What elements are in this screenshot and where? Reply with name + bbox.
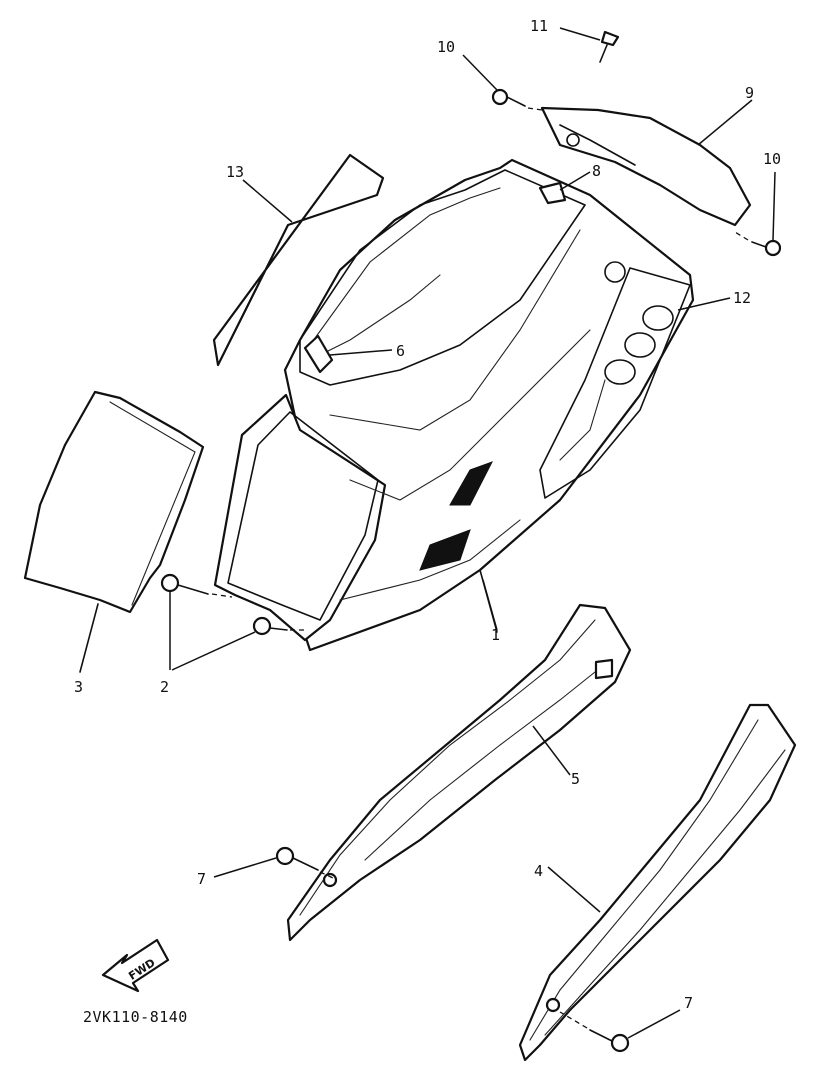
- part-4-side-panel: [518, 703, 797, 1062]
- callout-label-13: 13: [226, 163, 244, 181]
- callout-label-11: 11: [530, 17, 548, 35]
- callout-label-2: 2: [160, 678, 169, 696]
- callout-label-12: 12: [733, 289, 751, 307]
- callout-label-10-right: 10: [763, 150, 781, 168]
- callout-2-leaders: [169, 591, 256, 671]
- part-3-side-lid: [23, 390, 205, 673]
- callout-label-6: 6: [396, 342, 405, 360]
- callout-label-3: 3: [74, 678, 83, 696]
- fastener-2-lower: [252, 616, 305, 636]
- part-8-bracket: [538, 171, 591, 205]
- leader-12: [677, 297, 731, 311]
- callout-label-8: 8: [592, 162, 601, 180]
- part-6-clip: [303, 334, 393, 374]
- callout-label-9: 9: [745, 84, 754, 102]
- callout-label-10-top: 10: [437, 38, 455, 56]
- part-9-rear-cover: [540, 99, 753, 227]
- part-5-side-panel: [286, 603, 632, 942]
- fastener-7-right: [559, 1009, 681, 1053]
- part-1-body-cover: [213, 158, 695, 652]
- leader-13: [242, 179, 293, 223]
- callout-label-1: 1: [491, 626, 500, 644]
- fastener-2-upper: [160, 573, 233, 598]
- callout-label-4: 4: [534, 862, 543, 880]
- fastener-7-left: [213, 846, 334, 879]
- part-13-side-decal: [212, 153, 385, 367]
- leader-1: [482, 579, 498, 631]
- fastener-10-top: [462, 54, 543, 111]
- figure-code: 2VK110-8140: [83, 1008, 188, 1026]
- fastener-11: [559, 27, 620, 63]
- callout-label-7-left: 7: [197, 870, 206, 888]
- callout-label-5: 5: [571, 770, 580, 788]
- callout-label-7-right-visible: 7: [684, 994, 693, 1012]
- fwd-arrow-icon: FWD: [101, 938, 170, 993]
- fastener-10-right: [734, 171, 782, 257]
